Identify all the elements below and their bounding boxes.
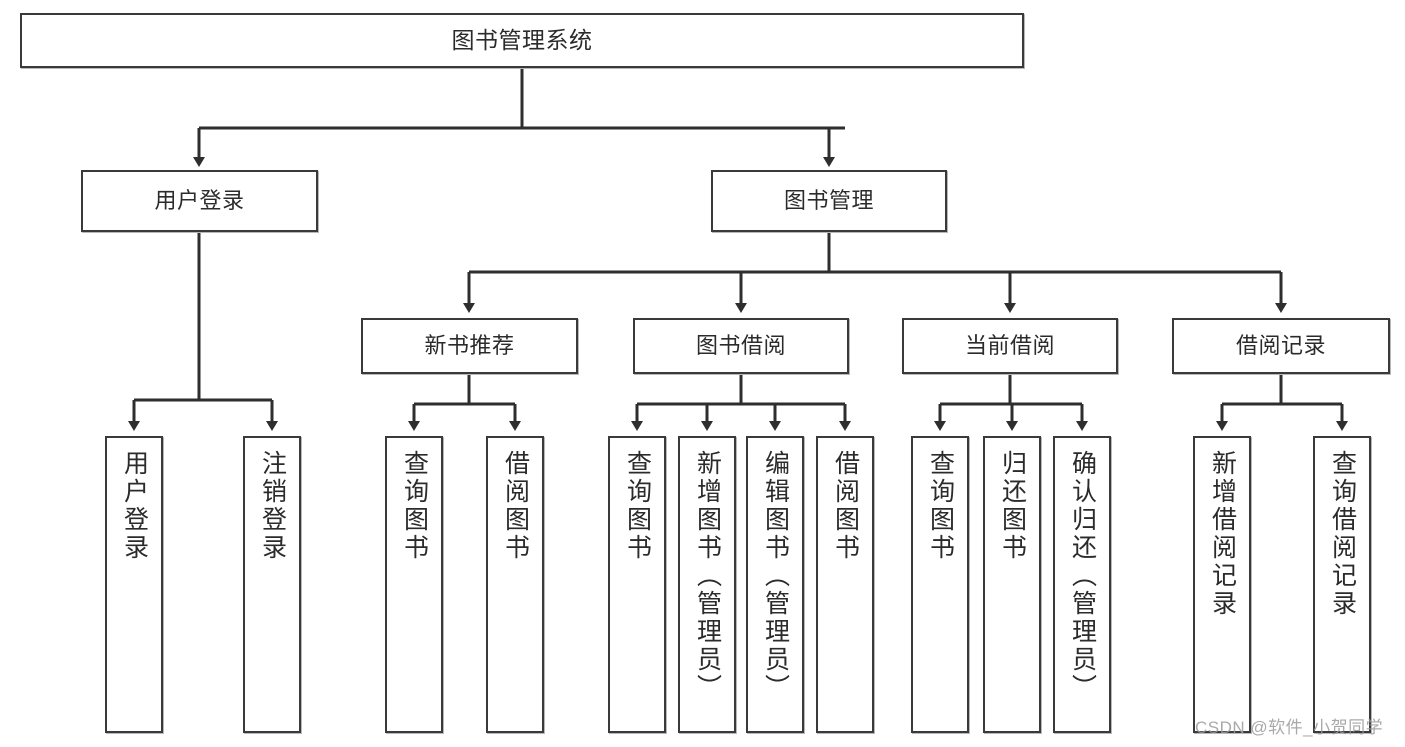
leaf-borrow-book[interactable]: 借阅图书: [816, 436, 874, 733]
leaf-query-borrow-record[interactable]: 查询借阅记录: [1313, 436, 1371, 733]
leaf-user-logout[interactable]: 注销登录: [243, 436, 301, 733]
node-new-book-recommendation[interactable]: 新书推荐: [361, 318, 578, 374]
node-label: 当前借阅: [964, 333, 1055, 359]
node-label: 用户登录: [154, 188, 245, 214]
node-current-borrow[interactable]: 当前借阅: [902, 318, 1118, 374]
node-label: 新书推荐: [424, 333, 515, 359]
node-label: 编辑图书（管理员）: [761, 450, 790, 702]
node-label: 查询借阅记录: [1328, 450, 1357, 618]
node-label: 借阅记录: [1235, 333, 1326, 359]
node-root-system[interactable]: 图书管理系统: [20, 13, 1024, 68]
node-label: 确认归还（管理员）: [1068, 450, 1097, 702]
leaf-borrow-book-recommendation[interactable]: 借阅图书: [486, 436, 544, 733]
node-label: 归还图书: [998, 450, 1027, 562]
leaf-add-borrow-record[interactable]: 新增借阅记录: [1193, 436, 1251, 733]
node-borrow-record[interactable]: 借阅记录: [1172, 318, 1390, 374]
node-user-login[interactable]: 用户登录: [81, 170, 318, 232]
node-label: 图书管理: [783, 188, 874, 214]
node-label: 新增图书（管理员）: [693, 450, 722, 702]
node-book-borrow[interactable]: 图书借阅: [633, 318, 849, 374]
node-label: 查询图书: [926, 450, 955, 562]
leaf-query-book-current[interactable]: 查询图书: [911, 436, 969, 733]
leaf-edit-book-admin[interactable]: 编辑图书（管理员）: [746, 436, 804, 733]
node-label: 图书管理系统: [451, 27, 593, 54]
node-label: 查询图书: [400, 450, 429, 562]
leaf-return-book[interactable]: 归还图书: [983, 436, 1041, 733]
leaf-user-login[interactable]: 用户登录: [105, 436, 163, 733]
node-label: 新增借阅记录: [1208, 450, 1237, 618]
leaf-query-book-recommendation[interactable]: 查询图书: [385, 436, 443, 733]
node-label: 借阅图书: [831, 450, 860, 562]
leaf-confirm-return-admin[interactable]: 确认归还（管理员）: [1053, 436, 1111, 733]
node-book-management[interactable]: 图书管理: [711, 170, 947, 232]
leaf-add-book-admin[interactable]: 新增图书（管理员）: [678, 436, 736, 733]
node-label: 注销登录: [258, 450, 287, 562]
csdn-watermark: CSDN @软件_小贺同学: [1195, 718, 1384, 737]
node-label: 借阅图书: [501, 450, 530, 562]
node-label: 图书借阅: [695, 333, 786, 359]
node-label: 用户登录: [120, 450, 149, 562]
node-label: 查询图书: [623, 450, 652, 562]
leaf-query-book-borrow[interactable]: 查询图书: [608, 436, 666, 733]
